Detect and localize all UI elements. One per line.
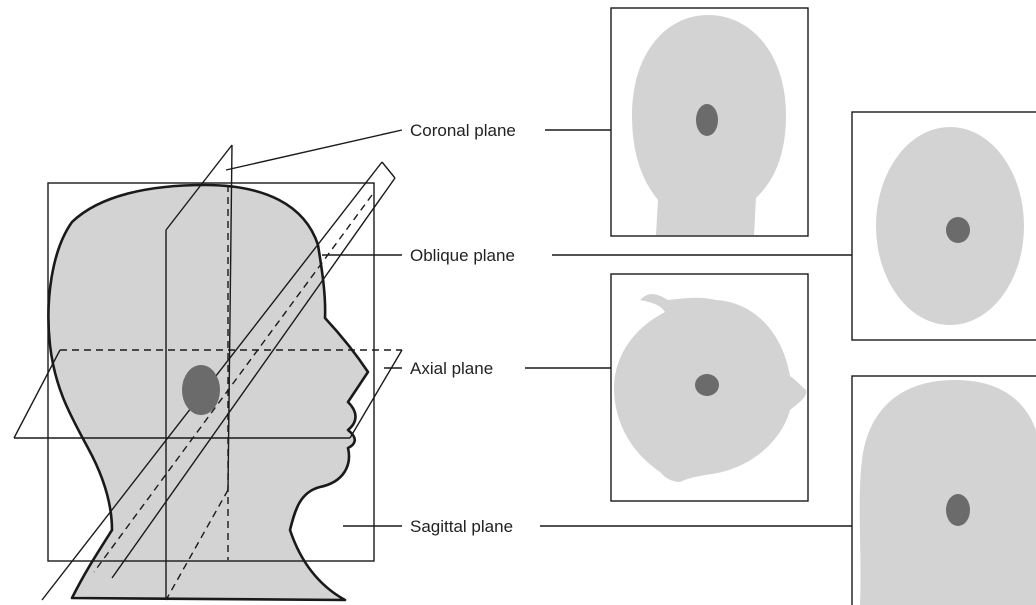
sagittal-target <box>946 494 970 526</box>
axial-plane-label: Axial plane <box>410 359 493 378</box>
oblique-slice-panel <box>852 112 1036 340</box>
sagittal-slice-panel <box>852 376 1036 605</box>
sagittal-plane-label: Sagittal plane <box>410 517 513 536</box>
target-lesion <box>182 365 220 415</box>
axial-target <box>695 374 719 396</box>
coronal-slice-panel <box>611 8 808 236</box>
oblique-plane-label: Oblique plane <box>410 246 515 265</box>
head-illustration <box>14 145 402 600</box>
coronal-plane-label: Coronal plane <box>410 121 516 140</box>
coronal-target <box>696 104 718 136</box>
oblique-target <box>946 217 970 243</box>
axial-slice-panel <box>611 274 808 501</box>
